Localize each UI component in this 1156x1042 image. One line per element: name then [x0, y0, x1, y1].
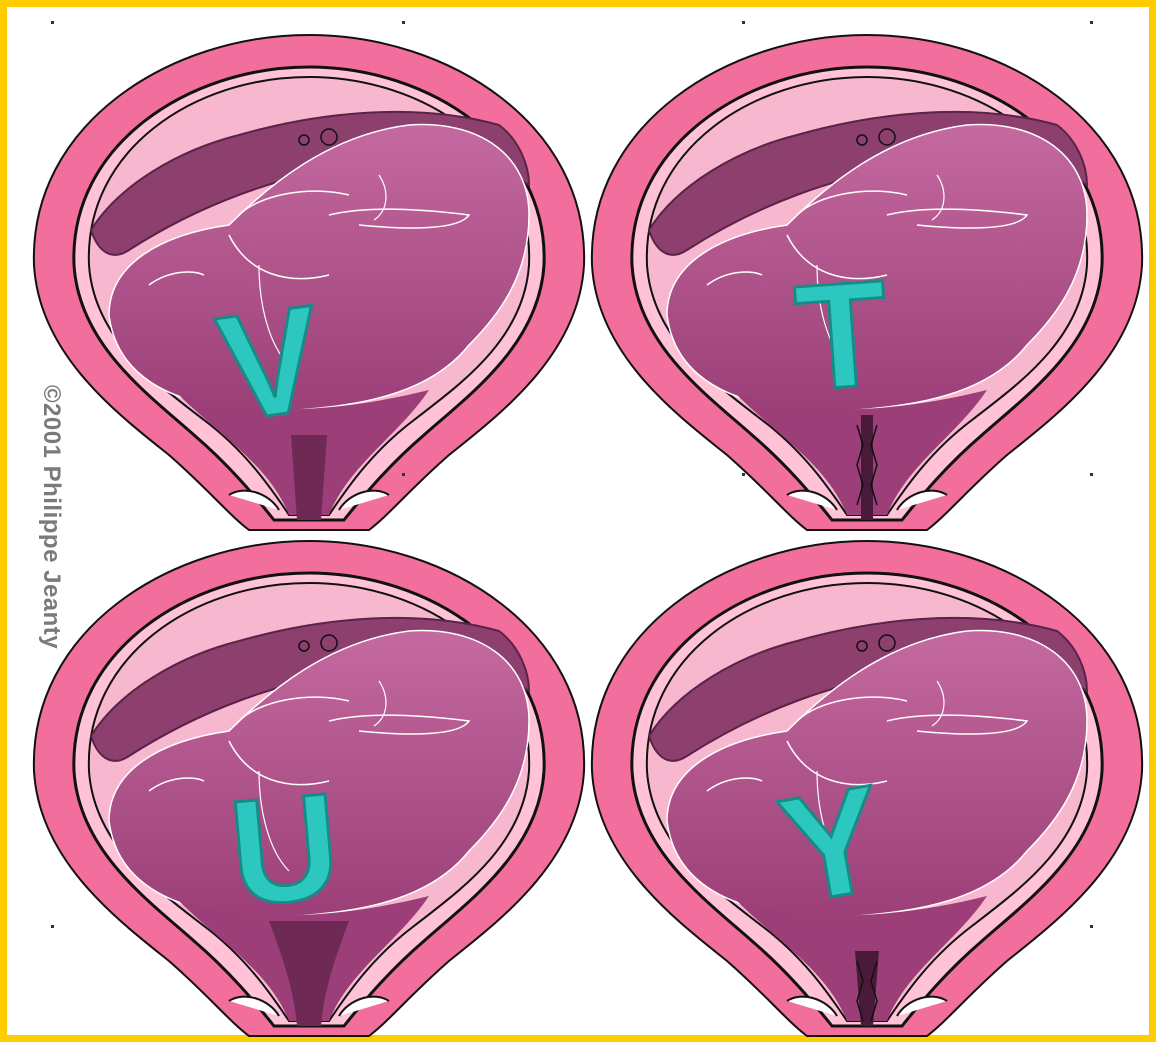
registration-dot — [51, 925, 54, 928]
registration-dot — [402, 473, 405, 476]
registration-dot — [1090, 473, 1093, 476]
registration-dot — [51, 21, 54, 24]
uterus-panel-t: T — [587, 15, 1147, 535]
registration-dot — [1090, 21, 1093, 24]
shape-letter: U — [223, 761, 346, 938]
uterus-illustration: U — [29, 521, 589, 1041]
uterus-panel-y: Y — [587, 521, 1147, 1041]
registration-dot — [1090, 925, 1093, 928]
uterus-illustration: T — [587, 15, 1147, 535]
uterus-panel-u: U — [29, 521, 589, 1041]
cervix-open — [291, 435, 327, 520]
uterus-illustration: V — [29, 15, 589, 535]
uterus-panel-v: V — [29, 15, 589, 535]
registration-dot — [742, 473, 745, 476]
uterus-illustration: Y — [587, 521, 1147, 1041]
registration-dot — [402, 21, 405, 24]
shape-letter: T — [790, 248, 893, 422]
registration-dot — [742, 21, 745, 24]
cervix-closed — [861, 415, 873, 520]
